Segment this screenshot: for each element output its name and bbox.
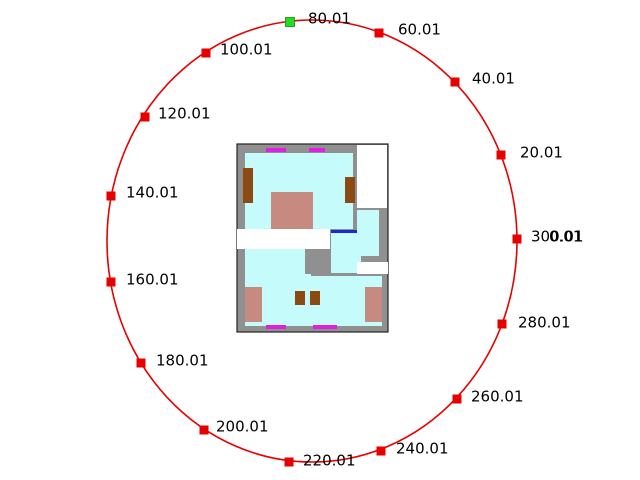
corridor-white	[237, 229, 330, 249]
ring-marker-active[interactable]	[285, 17, 295, 27]
ring-marker[interactable]	[106, 191, 116, 201]
ring-marker[interactable]	[140, 112, 150, 122]
floorplan	[236, 143, 389, 333]
window-top-mid	[309, 148, 325, 152]
chair-right	[310, 291, 320, 305]
cabinet-right	[345, 177, 355, 203]
ring-marker[interactable]	[201, 48, 211, 58]
ring-marker-label: 160.01	[126, 271, 179, 289]
table	[271, 192, 313, 229]
ring-markers: 80.01 60.01 40.01 20.01 300.010.01 280.01 260.…	[106, 10, 584, 470]
window-top-left	[266, 148, 286, 152]
ring-marker[interactable]	[376, 446, 386, 456]
room-lower-middle	[305, 274, 311, 326]
ring-marker[interactable]	[512, 234, 522, 244]
ring-marker-label: 300.01	[531, 228, 584, 246]
ring-marker-label: 240.01	[396, 440, 449, 458]
ring-marker-label: 20.01	[520, 144, 563, 162]
ring-marker-label: 200.01	[216, 418, 269, 436]
ring-marker-label: 140.01	[126, 184, 179, 202]
ring-marker-label: 0.01	[549, 228, 582, 246]
ring-marker-label: 280.01	[518, 314, 571, 332]
window-bottom-mid	[313, 325, 337, 329]
bed-lower-left	[245, 287, 262, 322]
ring-marker-label: 180.01	[156, 352, 209, 370]
door-hallway	[331, 230, 357, 233]
chair-left	[295, 291, 305, 305]
ring-marker-label: 80.01	[308, 10, 351, 28]
ring-marker[interactable]	[450, 77, 460, 87]
ring-marker-label: 40.01	[472, 70, 515, 88]
cabinet-left	[243, 168, 253, 203]
corridor-right	[357, 262, 388, 274]
ring-marker-label: 120.01	[158, 105, 211, 123]
ring-marker[interactable]	[199, 425, 209, 435]
ring-marker-label: 220.01	[303, 452, 356, 470]
ring-marker[interactable]	[136, 358, 146, 368]
room-upper-right	[357, 210, 379, 256]
ring-marker[interactable]	[374, 28, 384, 38]
ring-marker[interactable]	[106, 277, 116, 287]
corridor-upper-right	[357, 145, 387, 208]
window-bottom-left	[266, 325, 286, 329]
bed-lower-right	[365, 287, 382, 322]
ring-marker-label: 60.01	[398, 21, 441, 39]
ring-marker[interactable]	[452, 394, 462, 404]
ring-marker[interactable]	[497, 319, 507, 329]
ring-marker-label: 100.01	[220, 41, 273, 59]
ring-marker-label: 260.01	[471, 388, 524, 406]
room-hallway	[331, 230, 361, 273]
ring-marker[interactable]	[284, 457, 294, 467]
ring-marker[interactable]	[496, 150, 506, 160]
